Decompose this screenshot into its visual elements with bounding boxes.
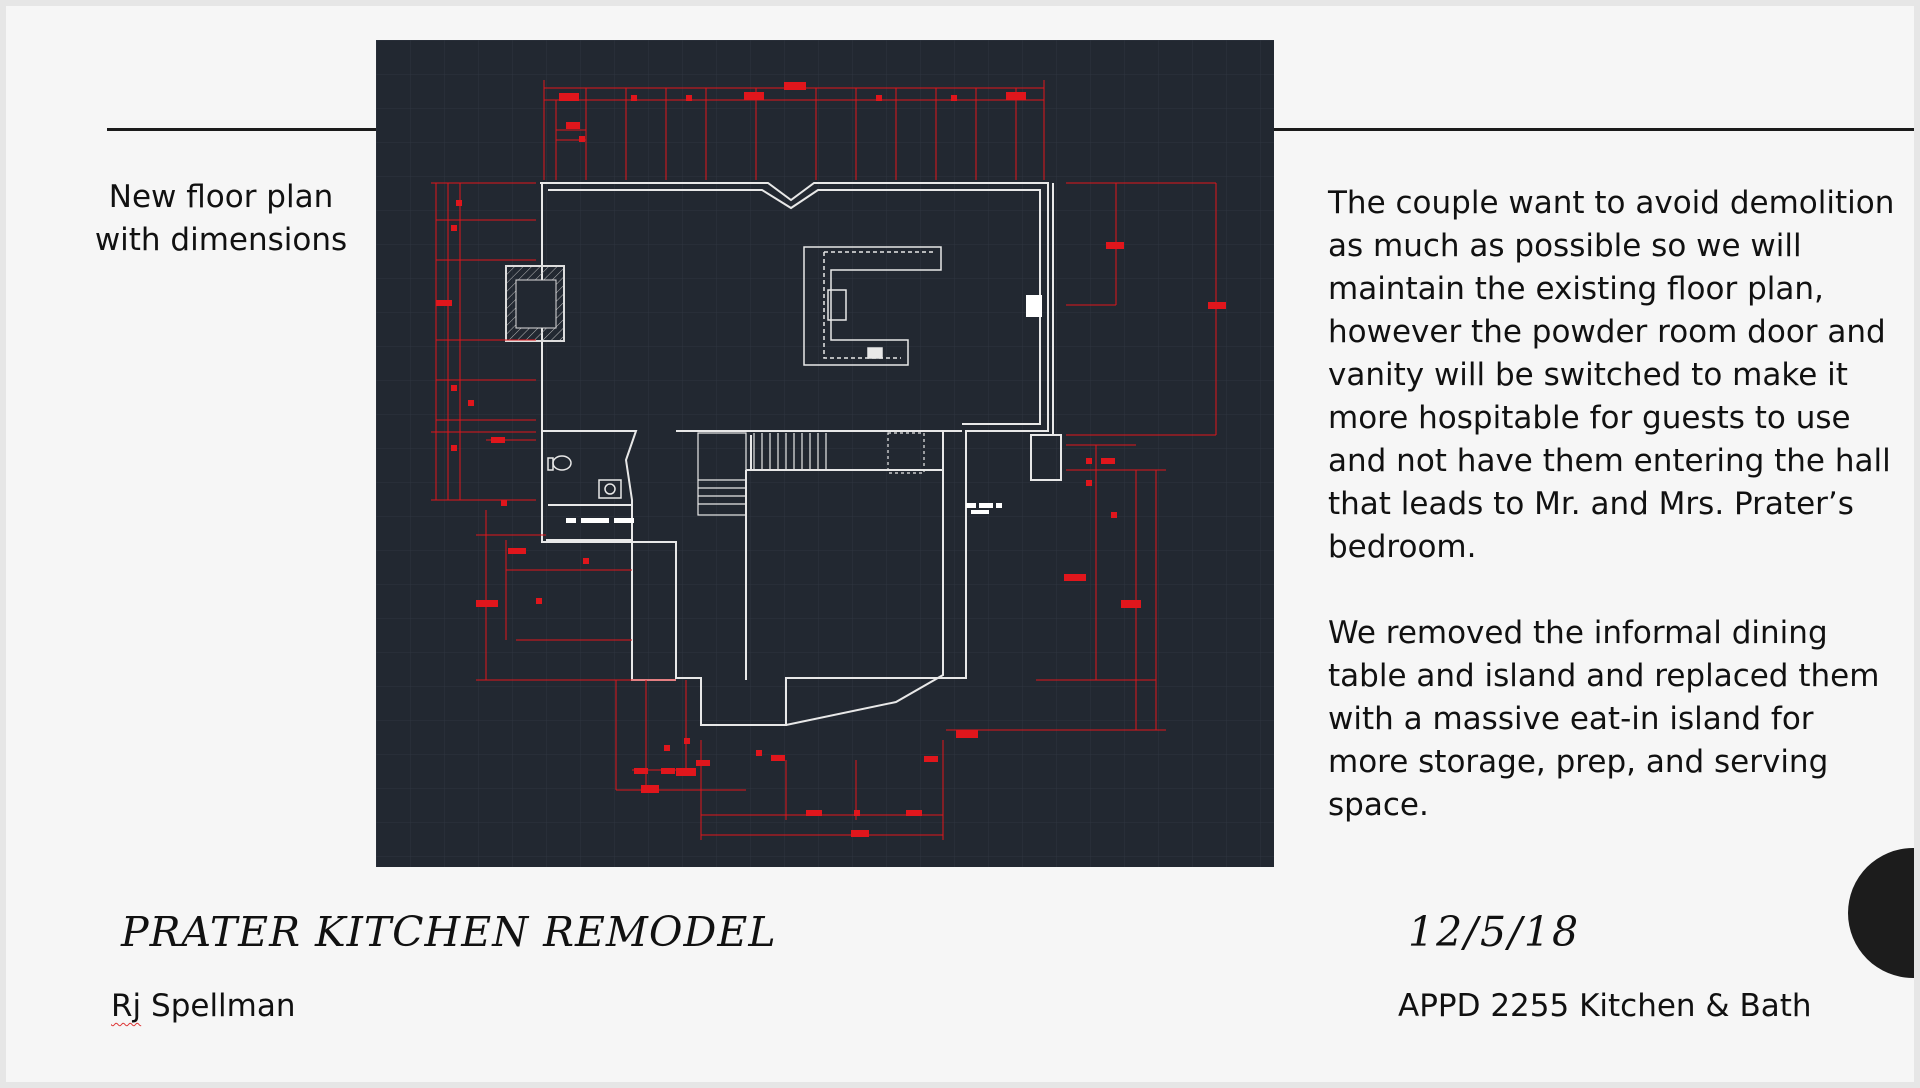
kitchen-island [803,246,942,366]
stairs [697,432,925,516]
paragraph-demolition: The couple want to avoid demolition as m… [1328,185,1895,565]
plan-dimension-labels [436,82,1226,837]
plan-walls [540,182,1062,726]
powder-room-fixtures [547,455,622,499]
top-rule-left [107,128,389,131]
plan-dimension-lines [431,80,1217,840]
author-name: Rj Spellman [111,988,296,1024]
caption-line-1: New floor plan [108,179,334,215]
caption-line-2: with dimensions [94,222,348,258]
description-text: The couple want to avoid demolition as m… [1328,182,1898,870]
author-last-name: Spellman [141,988,296,1024]
fireplace-opening [515,279,557,329]
project-date: 12/5/18 [1408,908,1581,956]
course-name: APPD 2255 Kitchen & Bath [1398,988,1812,1024]
project-title: PRATER KITCHEN REMODEL [121,908,777,956]
plan-notes [566,295,1042,523]
slide: New floor plan with dimensions [6,6,1914,1082]
floor-plan-drawing [376,40,1274,867]
top-rule-right [1274,128,1914,131]
floor-plan-svg [376,40,1274,867]
plan-caption: New floor plan with dimensions [81,176,361,262]
plan-grid [376,40,1274,867]
author-first-name: Rj [111,988,142,1024]
paragraph-island: We removed the informal dining table and… [1328,615,1880,823]
